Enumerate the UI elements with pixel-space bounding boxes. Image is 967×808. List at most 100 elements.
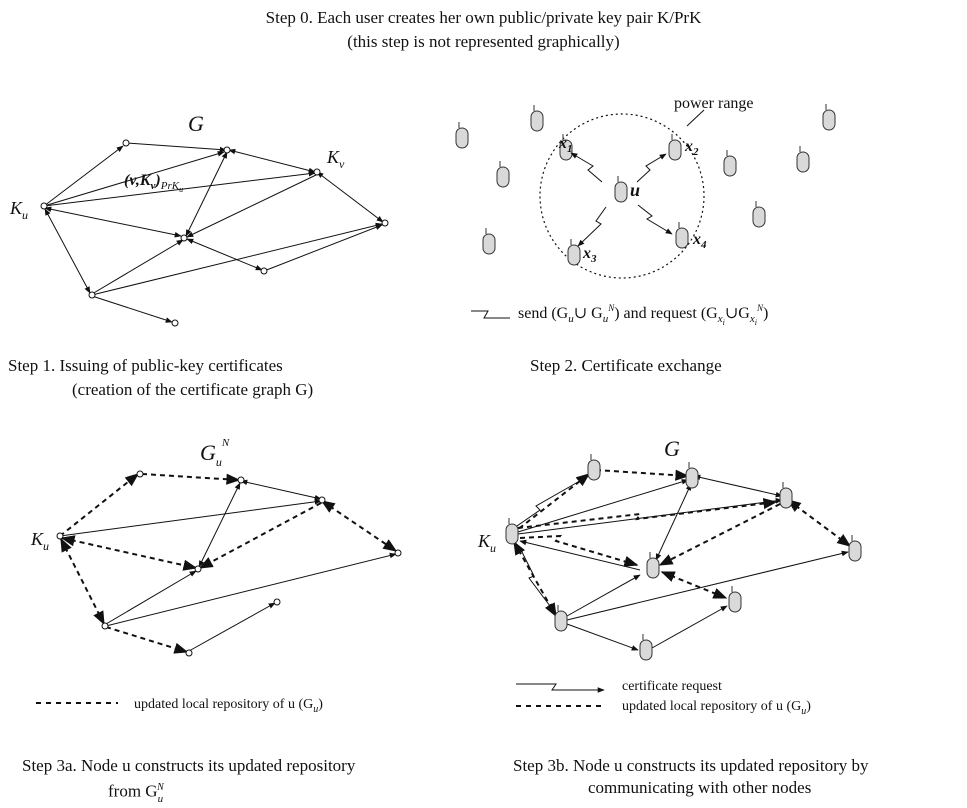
- edge-dashed: [519, 534, 639, 567]
- step3b-legend-request: certificate request: [622, 679, 722, 694]
- edge: [693, 474, 783, 498]
- edge-dashed: [198, 502, 322, 569]
- legend-close: ): [318, 697, 323, 712]
- edge: [91, 222, 383, 296]
- edge: [126, 142, 227, 153]
- step1-caption-2: (creation of the certificate graph G): [72, 380, 313, 400]
- edge: [263, 224, 383, 272]
- step2-caption: Step 2. Certificate exchange: [530, 356, 722, 376]
- x1-x: x: [558, 135, 567, 152]
- edge-dashed: [60, 535, 198, 571]
- step3b-graph: [511, 469, 852, 651]
- node-ku: [40, 202, 48, 210]
- step3b-caption-line2: communicating with other nodes: [588, 778, 812, 797]
- device: [639, 633, 653, 661]
- device: [530, 104, 544, 132]
- cert-v-sub: v: [151, 180, 156, 192]
- edge: [316, 171, 384, 223]
- step1-graph-title: G: [188, 111, 204, 136]
- edge: [44, 208, 91, 294]
- step1-caption: Step 1. Issuing of public-key certificat…: [8, 356, 283, 376]
- step3a-legend: updated local repository of u (Gu): [134, 697, 323, 715]
- edge: [566, 623, 639, 651]
- edge: [91, 295, 173, 323]
- device: [723, 149, 737, 177]
- send-legend-text: send (Gu∪ GuN) and request (Gxi∪GxiN): [518, 303, 768, 327]
- node: [194, 565, 202, 573]
- node: [237, 476, 245, 484]
- edge: [566, 550, 849, 621]
- edge-dashed: [658, 503, 781, 566]
- send-x4: [637, 204, 673, 235]
- node-kv: [313, 168, 321, 176]
- x1-sub: 1: [567, 143, 573, 155]
- edge-dashed: [59, 473, 140, 537]
- step0-line1: Step 0. Each user creates her own public…: [265, 8, 702, 27]
- edge: [188, 602, 276, 652]
- legend-sub: u: [801, 706, 806, 717]
- edge: [44, 206, 182, 238]
- send-x3: [577, 206, 607, 247]
- step2-caption-line: Step 2. Certificate exchange: [530, 356, 722, 375]
- edge-dashed: [517, 497, 778, 529]
- gun-g: G: [200, 440, 216, 465]
- step3a-caption: Step 3a. Node u constructs its updated r…: [22, 756, 355, 776]
- x3-sub: 3: [590, 253, 597, 265]
- step3b-ku-label: Ku: [477, 531, 496, 555]
- edge: [185, 151, 228, 237]
- step1-kv-label: Kv: [326, 147, 345, 171]
- edge-dashed: [786, 499, 852, 547]
- step3a-caption-line2: from G: [108, 781, 158, 801]
- legend-text: updated local repository of u (G: [134, 697, 313, 712]
- gun-sup: N: [221, 437, 230, 449]
- edge: [519, 539, 641, 571]
- x2-sub: 2: [692, 146, 699, 158]
- step3b-caption-line1: Step 3b. Node u constructs its updated r…: [513, 756, 869, 775]
- legend-send: send (G: [518, 305, 569, 322]
- edge-dashed: [320, 500, 398, 552]
- cert-prk: PrK: [160, 180, 180, 192]
- step1-nodes: [40, 139, 389, 327]
- node: [273, 598, 281, 606]
- step1-graph: [43, 142, 384, 323]
- edge: [186, 238, 263, 271]
- legend-text: updated local repository of u (G: [622, 699, 801, 714]
- step1-caption-line1: Step 1. Issuing of public-key certificat…: [8, 356, 283, 375]
- x4-x: x: [692, 231, 701, 248]
- device: [646, 551, 660, 579]
- node: [381, 219, 389, 227]
- request: [518, 545, 554, 611]
- edge: [655, 483, 692, 561]
- edge: [517, 479, 689, 533]
- device: [587, 453, 601, 481]
- node: [185, 649, 193, 657]
- device: [482, 227, 496, 255]
- x4-sub: 4: [700, 239, 707, 251]
- device: [848, 534, 862, 562]
- edge: [43, 170, 316, 207]
- cert-close: ): [153, 172, 160, 189]
- node: [171, 319, 179, 327]
- step0-subtitle: (this step is not represented graphicall…: [0, 32, 967, 52]
- kv-sub: v: [339, 157, 345, 171]
- power-range-circle: [539, 113, 705, 279]
- step3a-caption-2: from GuN: [108, 778, 170, 808]
- device: [752, 200, 766, 228]
- step1-ku-label: Ku: [9, 198, 28, 222]
- step3b-nodes: [505, 453, 862, 661]
- ku-sub: u: [490, 541, 496, 555]
- step3b-graph-title: G: [664, 436, 680, 461]
- edge: [105, 552, 397, 627]
- legend-request: and request (G: [620, 305, 719, 322]
- ku-sub: u: [22, 208, 28, 222]
- node: [260, 267, 268, 275]
- edge-dashed: [511, 473, 591, 535]
- device-ku: [505, 517, 519, 545]
- step3a-nodes: [56, 470, 402, 657]
- x3-label: x3: [582, 245, 597, 265]
- device: [685, 461, 699, 489]
- edge-dashed: [660, 571, 728, 599]
- ku-k: K: [477, 531, 491, 551]
- node-ku: [56, 532, 64, 540]
